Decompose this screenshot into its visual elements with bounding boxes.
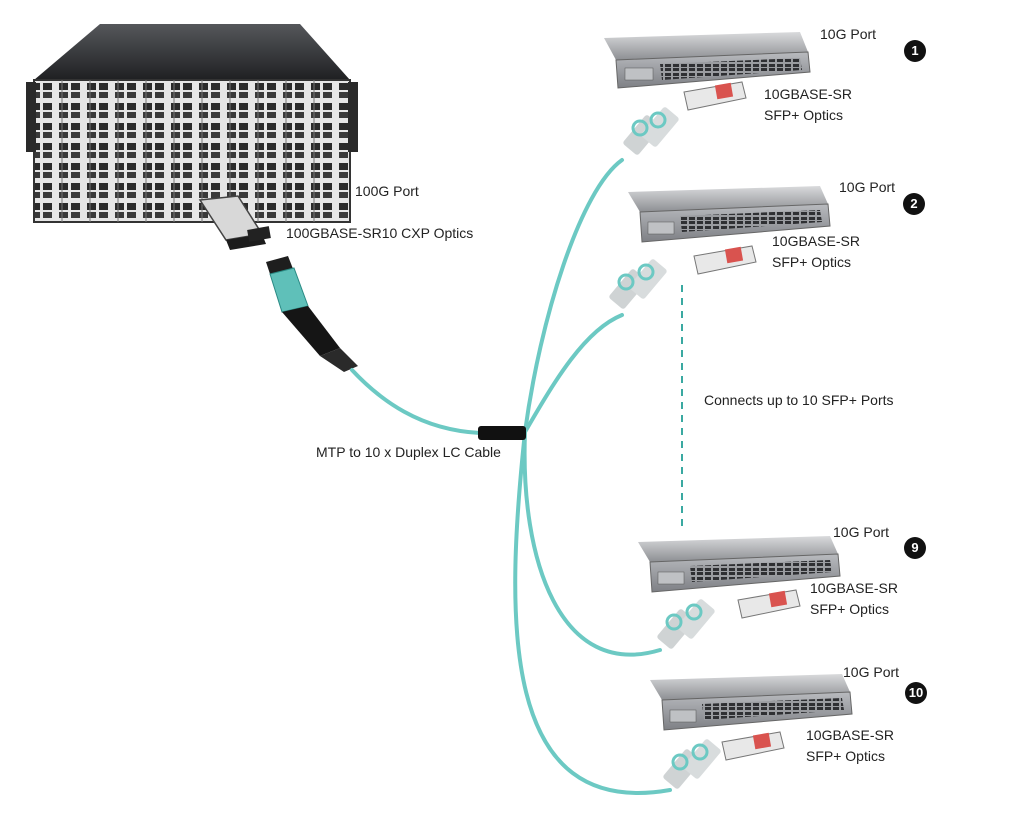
switch-1-port-label: 10G Port (820, 26, 877, 42)
breakout-leg-10 (513, 430, 672, 795)
fiber-cable (350, 158, 672, 795)
switch-2-number-badge: 2 (903, 193, 925, 215)
switch-9-number-badge: 9 (904, 537, 926, 559)
trunk-cable (350, 368, 482, 435)
chassis-front-panel (33, 79, 351, 223)
sfp-module-10 (721, 731, 785, 761)
lc-connector-9 (657, 599, 715, 649)
chassis-rack-ear-right (348, 82, 358, 152)
switch-9 (638, 536, 841, 593)
core-optics-label: 100GBASE-SR10 CXP Optics (286, 225, 474, 241)
switch-2 (628, 186, 831, 243)
core-port-label: 100G Port (355, 183, 419, 199)
mtp-connector (266, 256, 358, 372)
breakout-leg-9 (522, 430, 662, 657)
switch-2-port-label: 10G Port (839, 179, 896, 195)
switch-1 (604, 32, 811, 89)
switch-1-optics-line2: SFP+ Optics (764, 107, 843, 123)
switch-10-optics-line2: SFP+ Optics (806, 748, 885, 764)
chassis-rack-ear-left (26, 82, 36, 152)
switch-2-optics-line2: SFP+ Optics (772, 254, 851, 270)
lc-connector-2 (609, 259, 667, 309)
cable-label: MTP to 10 x Duplex LC Cable (316, 444, 501, 460)
switch-10-optics-line1: 10GBASE-SR (806, 727, 894, 743)
breakout-boot (478, 426, 526, 440)
switch-9-optics-line1: 10GBASE-SR (810, 580, 898, 596)
switch-1-optics-line1: 10GBASE-SR (764, 86, 852, 102)
breakout-leg-1 (523, 158, 624, 434)
switch-9-port-label: 10G Port (833, 524, 890, 540)
switch-9-optics-line2: SFP+ Optics (810, 601, 889, 617)
sfp-module-2 (693, 245, 757, 275)
core-chassis (26, 24, 358, 223)
connects-note: Connects up to 10 SFP+ Ports (704, 392, 894, 408)
breakout-leg-2 (523, 313, 624, 434)
lc-connector-1 (623, 107, 679, 155)
cxp-optic-module (198, 195, 271, 250)
switch-1-number-badge: 1 (904, 40, 926, 62)
sfp-module-9 (737, 589, 801, 619)
lc-connector-10 (663, 739, 721, 789)
chassis-top (34, 24, 350, 80)
switch-10-number-badge: 10 (905, 682, 927, 704)
switch-2-optics-line1: 10GBASE-SR (772, 233, 860, 249)
sfp-module-1 (683, 81, 747, 111)
switch-10 (650, 674, 853, 731)
switch-10-port-label: 10G Port (843, 664, 900, 680)
